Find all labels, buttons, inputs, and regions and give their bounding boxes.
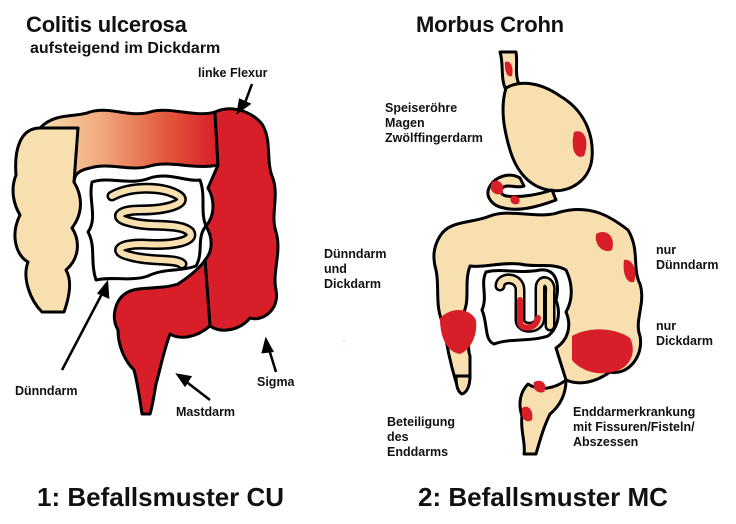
cu-caption: 1: Befallsmuster CU <box>37 482 284 513</box>
cu-subtitle: aufsteigend im Dickdarm <box>30 40 220 58</box>
cu-sigma-rectum <box>114 260 210 414</box>
cu-descending-colon <box>205 109 278 330</box>
mc-label-nur-dickdarm: nur Dickdarm <box>656 319 713 349</box>
cu-label-duenndarm: Dünndarm <box>15 384 78 399</box>
cu-label-linke-flexur: linke Flexur <box>198 66 267 81</box>
mc-label-beteiligung: Beteiligung des Enddarms <box>387 415 455 460</box>
mc-label-upper: Speiseröhre Magen Zwölffingerdarm <box>385 101 483 146</box>
cu-label-sigma: Sigma <box>257 375 295 390</box>
mc-label-duenn-dick: Dünndarm und Dickdarm <box>324 247 387 292</box>
mc-title: Morbus Crohn <box>416 12 564 38</box>
cu-title: Colitis ulcerosa <box>26 12 187 38</box>
mc-caption: 2: Befallsmuster MC <box>418 482 668 513</box>
mc-label-nur-duenndarm: nur Dünndarm <box>656 243 719 273</box>
cu-ascending-colon <box>13 128 80 312</box>
mc-label-enddarm: Enddarmerkrankung mit Fissuren/Fisteln/ … <box>573 405 695 450</box>
cu-label-mastdarm: Mastdarm <box>176 405 235 420</box>
